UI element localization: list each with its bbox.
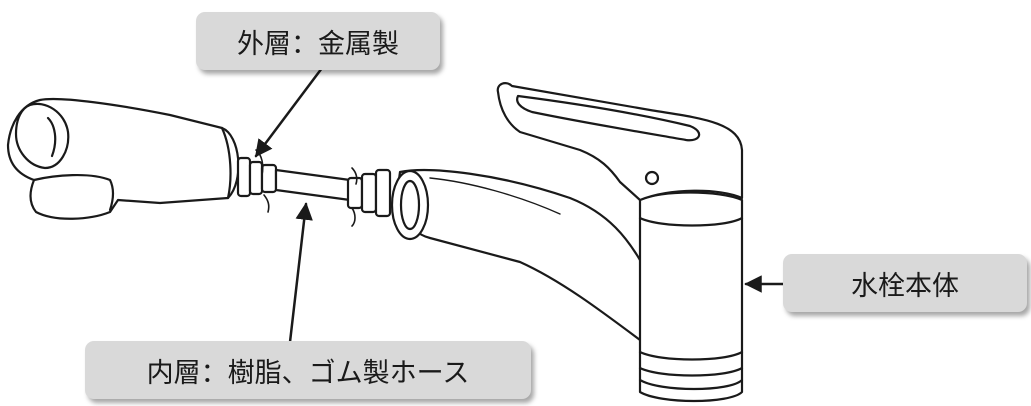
faucet-body-label: 水栓本体 [783,254,1027,312]
faucet-lever [496,82,744,202]
outer-layer-arrow [254,66,324,158]
faucet-spout [390,168,662,345]
metal-connector-spout-side [346,167,392,227]
inner-layer-label: 内層：樹脂、ゴム製ホース [85,341,531,399]
inner-hose [274,168,352,202]
outer-layer-label: 外層：金属製 [196,12,440,70]
metal-connector-head-side [236,149,278,213]
inner-layer-arrow [288,202,313,344]
spray-head [6,97,240,220]
faucet-body [638,191,744,403]
